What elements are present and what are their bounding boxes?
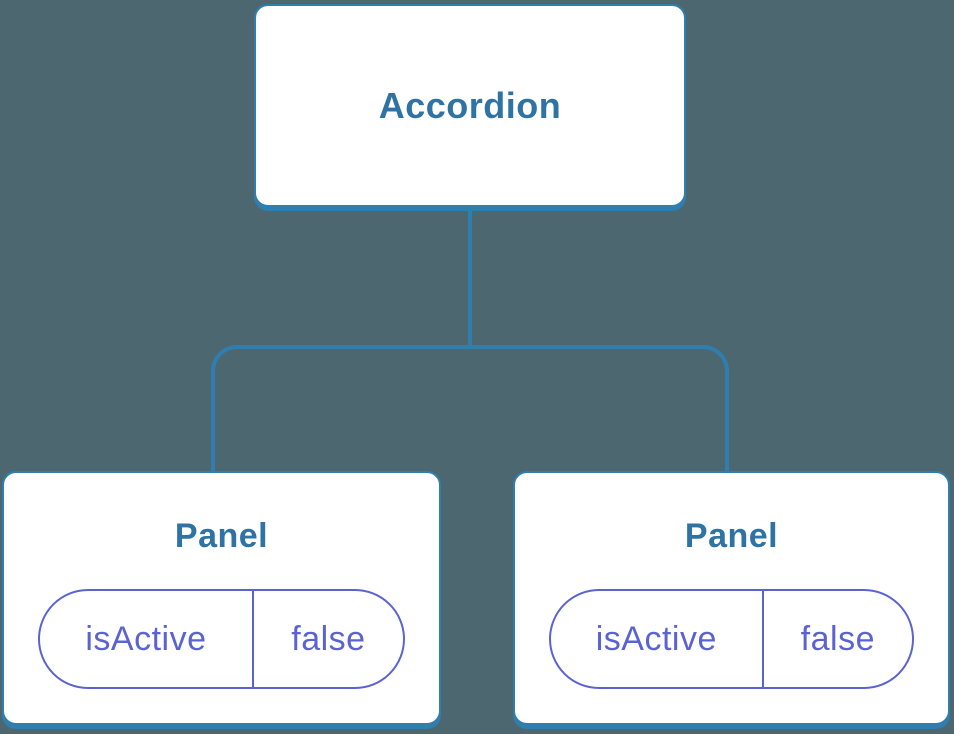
- panel-label: Panel: [174, 517, 269, 555]
- state-value: false: [800, 619, 875, 658]
- accordion-node: Accordion: [254, 4, 686, 207]
- state-key: isActive: [40, 591, 254, 687]
- state-pill: isActive false: [38, 589, 405, 689]
- panel-label: Panel: [684, 517, 779, 555]
- panel-node-left: Panel isActive false: [2, 471, 441, 725]
- panel-node-right: Panel isActive false: [513, 471, 950, 725]
- connector-bracket: [211, 345, 729, 471]
- state-key: isActive: [551, 591, 764, 687]
- state-pill: isActive false: [549, 589, 914, 689]
- accordion-label: Accordion: [378, 84, 562, 126]
- connector-stem: [468, 211, 472, 347]
- state-value: false: [291, 619, 366, 658]
